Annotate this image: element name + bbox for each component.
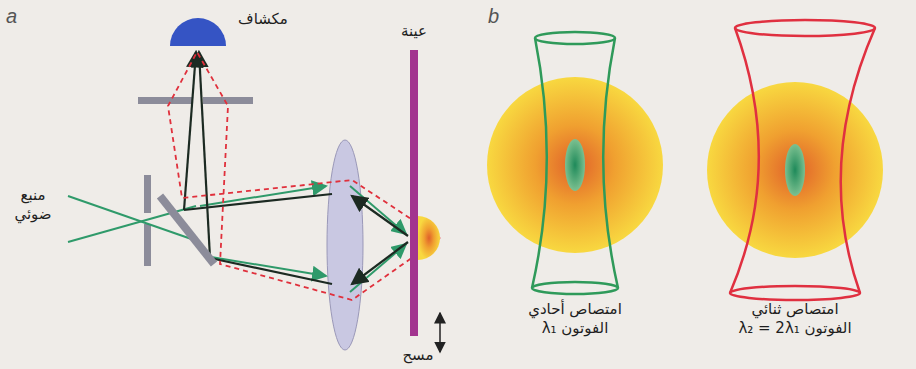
- absorption-comparison: [487, 20, 883, 300]
- pinhole-plate: [203, 97, 253, 104]
- part-label: منبع ضوئي: [2, 186, 64, 224]
- panel-letter: b: [488, 4, 508, 29]
- two-photon-beam: [730, 20, 875, 300]
- scan-arrow: [439, 313, 441, 352]
- emission-volume: [707, 82, 883, 258]
- aperture-plate: [144, 175, 151, 213]
- excitation-beam: [68, 186, 406, 292]
- aperture-plate: [144, 224, 151, 266]
- lens: [327, 140, 363, 350]
- part-label: عينة: [390, 22, 438, 41]
- detector: [170, 18, 226, 46]
- emission-volume: [487, 77, 663, 253]
- caption-label: امتصاص أحادي الفوتون λ₁: [520, 300, 630, 338]
- dichroic-mirror: [160, 196, 214, 264]
- part-label: مكشاف: [228, 10, 298, 29]
- focal-core: [785, 144, 805, 196]
- one-photon-beam: [532, 32, 618, 294]
- focal-core: [565, 139, 585, 191]
- sample-slide: [410, 50, 418, 336]
- panel-letter: a: [6, 4, 26, 29]
- part-label: مسح: [396, 346, 440, 365]
- focal-spot: [418, 216, 440, 260]
- caption-label: امتصاص ثنائي الفوتون λ₂ = 2λ₁: [735, 300, 855, 338]
- confocal-setup: [68, 18, 440, 352]
- pinhole-plate: [138, 97, 192, 104]
